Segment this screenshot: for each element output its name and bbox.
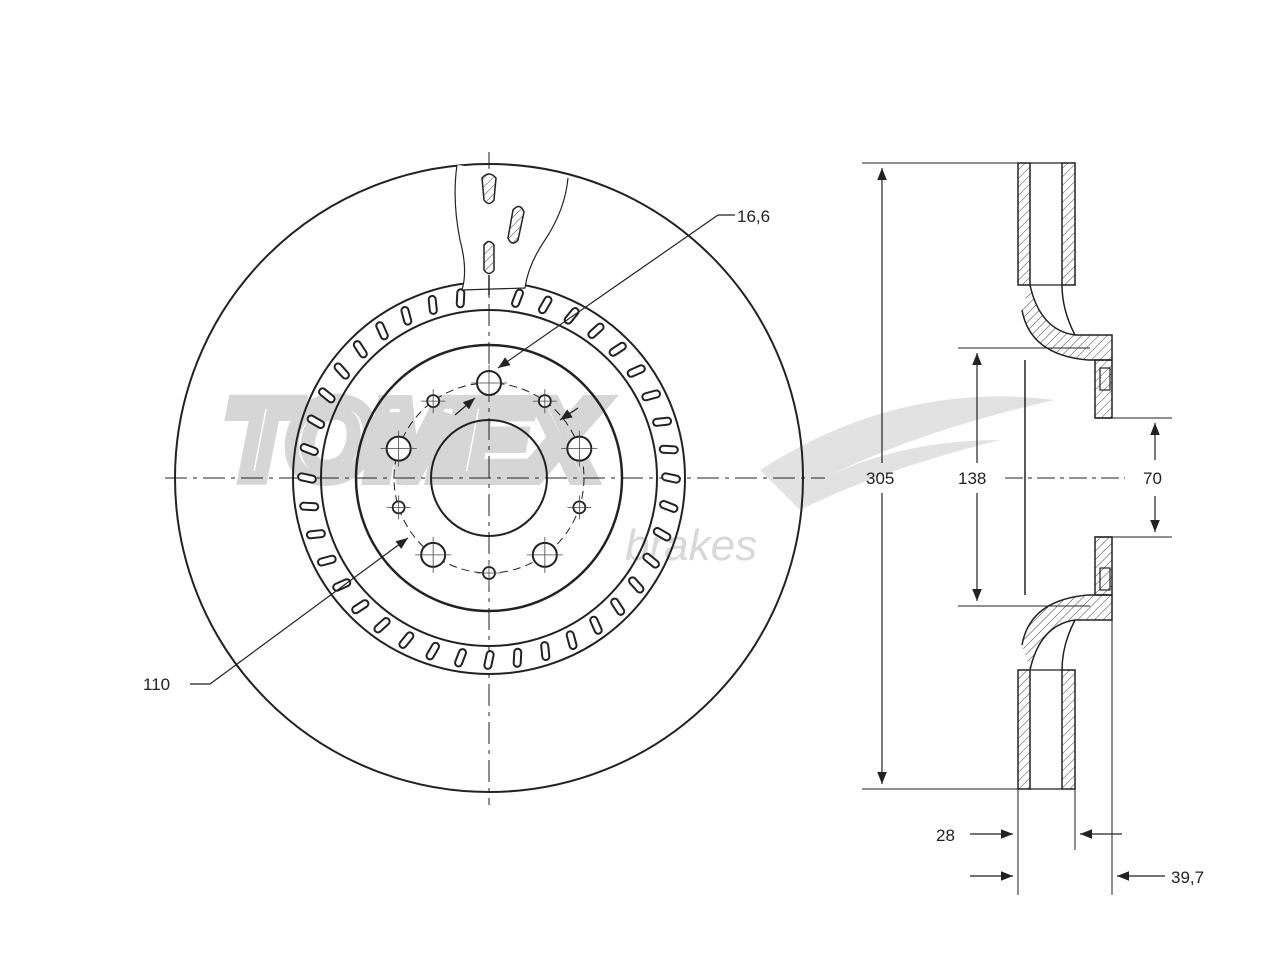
vent-slot	[628, 576, 645, 594]
vent-slot	[652, 416, 673, 427]
vent-slot	[661, 472, 681, 484]
vent-slot	[352, 340, 368, 359]
vent-slot	[317, 554, 337, 567]
vent-ring-inner	[320, 309, 658, 647]
vent-slot	[511, 288, 524, 308]
bolt-holes	[380, 365, 598, 585]
vent-slot	[351, 599, 370, 615]
hub-bolt-bottom	[1099, 567, 1111, 591]
vent-slot	[483, 650, 495, 670]
vent-slot	[297, 472, 317, 484]
vent-slot	[565, 630, 578, 650]
ring-top-vents	[1030, 162, 1062, 286]
vent-slot	[454, 648, 467, 668]
vent-slot	[299, 443, 319, 456]
hat-top	[1021, 284, 1113, 361]
label-height: 39,7	[1171, 868, 1204, 887]
vent-slot	[659, 500, 679, 513]
vent-slot	[427, 294, 438, 315]
vent-slots	[297, 288, 681, 670]
vent-slot	[333, 362, 350, 380]
label-thickness: 28	[936, 826, 955, 845]
vent-slot	[641, 389, 661, 402]
vent-slot	[610, 597, 626, 616]
vent-slot	[658, 444, 679, 455]
leader-bolt-hole	[497, 214, 719, 369]
vent-slot	[540, 641, 551, 662]
leader-bolt-small	[454, 397, 476, 416]
label-hub-diameter: 138	[958, 469, 986, 488]
watermark-subtitle: brakes	[625, 521, 757, 570]
watermark-logo: TOMEX	[225, 379, 604, 502]
ring-top-outer-plate	[1017, 162, 1031, 286]
disc-front-view	[165, 152, 825, 805]
vent-slot	[332, 578, 352, 592]
hat-bottom-curve	[1061, 619, 1076, 671]
vent-slot	[537, 295, 553, 315]
vent-slot	[563, 307, 580, 325]
vent-slot	[305, 529, 326, 540]
hub-bolt-top	[1099, 367, 1111, 391]
label-center-bore: 70	[1143, 469, 1162, 488]
vent-slot	[373, 617, 391, 634]
leader-bolt-circle	[209, 537, 409, 685]
hat-bottom	[1021, 594, 1113, 671]
vent-slot	[400, 306, 413, 326]
vent-slot	[652, 526, 672, 542]
ring-bottom-outer-plate	[1017, 669, 1031, 790]
cutaway-vane-3	[483, 240, 495, 275]
hub-edge	[354, 343, 624, 613]
vent-slot	[306, 414, 326, 430]
leader-bolt-small-2	[559, 407, 579, 421]
vent-slot	[318, 387, 336, 404]
cutaway-vane-1	[481, 173, 497, 205]
label-outer-diameter: 305	[866, 469, 894, 488]
vent-slot	[587, 322, 605, 339]
vent-slot	[299, 501, 320, 512]
label-bolt-circle: 110	[143, 675, 170, 694]
cutaway-vane-2	[507, 205, 525, 244]
ring-bottom-inner-plate	[1061, 669, 1076, 790]
vent-slot	[375, 321, 389, 341]
vent-slot	[455, 288, 466, 309]
disc-side-view	[862, 162, 1172, 895]
vent-slot	[512, 647, 523, 668]
vent-slot	[425, 641, 441, 661]
ring-top-inner-plate	[1061, 162, 1076, 286]
hat-top-curve	[1061, 284, 1076, 336]
vent-slot	[398, 631, 415, 649]
watermark-swoosh	[760, 396, 1055, 510]
vent-slot	[589, 615, 603, 635]
disc-outer-edge	[174, 163, 804, 793]
center-bore	[430, 419, 548, 537]
watermark: TOMEX brakes	[218, 372, 1055, 570]
label-bolt-hole: 16,6	[737, 207, 770, 226]
vent-slot	[642, 552, 660, 569]
vent-slot	[626, 364, 646, 378]
ring-bottom-vents	[1030, 669, 1062, 790]
vent-slot	[608, 341, 627, 357]
